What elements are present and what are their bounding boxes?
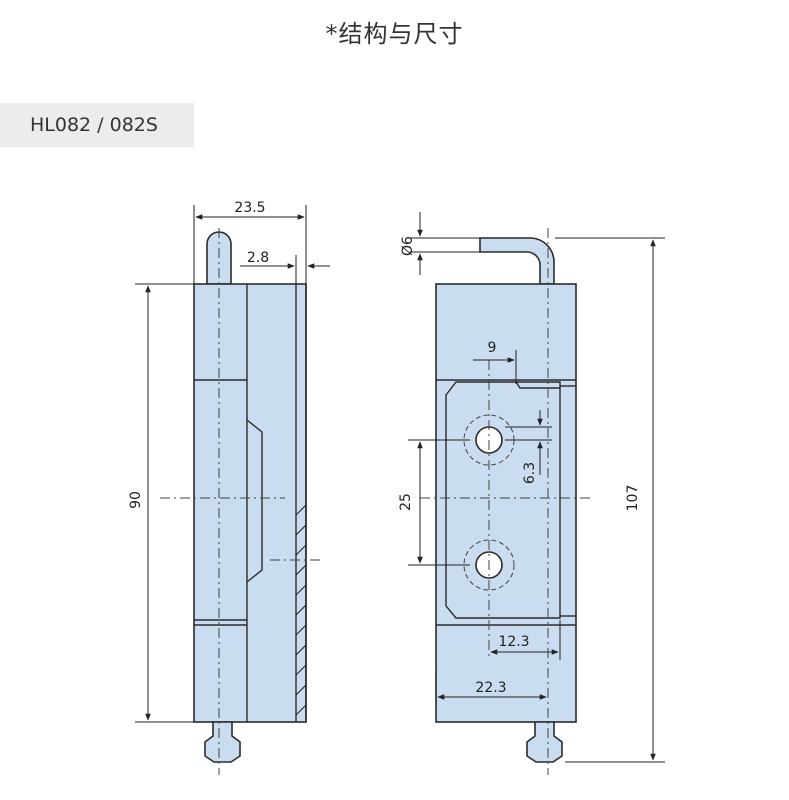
front-hook-pin xyxy=(479,237,555,285)
side-view-details xyxy=(194,284,307,722)
front-center-lines xyxy=(420,228,592,775)
dim-hole-pitch-x: 9 xyxy=(488,340,497,356)
dim-pin-diameter: Ø6 xyxy=(400,236,416,256)
front-view-details xyxy=(436,379,576,626)
front-body xyxy=(435,283,577,723)
side-center-lines xyxy=(160,228,320,775)
dim-hole-edge: 12.3 xyxy=(498,634,529,650)
front-dimension-lines xyxy=(408,212,665,763)
dim-knuckle-offset: 2.8 xyxy=(247,250,269,266)
front-bottom-pin xyxy=(526,721,563,763)
dim-width-top: 23.5 xyxy=(234,200,265,216)
dim-hole-spacing: 25 xyxy=(398,493,414,511)
side-dimension-lines xyxy=(135,205,330,723)
front-view xyxy=(435,237,577,763)
hole-bottom-outline xyxy=(463,539,515,591)
side-body xyxy=(193,283,307,723)
model-tag: HL082 / 082S xyxy=(0,103,194,147)
dim-total-height: 107 xyxy=(625,485,641,512)
dim-height-left: 90 xyxy=(128,491,144,509)
side-bottom-pin xyxy=(204,721,241,763)
page-title: *结构与尺寸 xyxy=(325,20,464,48)
dim-plate-width: 22.3 xyxy=(475,680,506,696)
side-view xyxy=(193,231,307,763)
dim-hole-offset-y: 6.3 xyxy=(522,462,538,484)
